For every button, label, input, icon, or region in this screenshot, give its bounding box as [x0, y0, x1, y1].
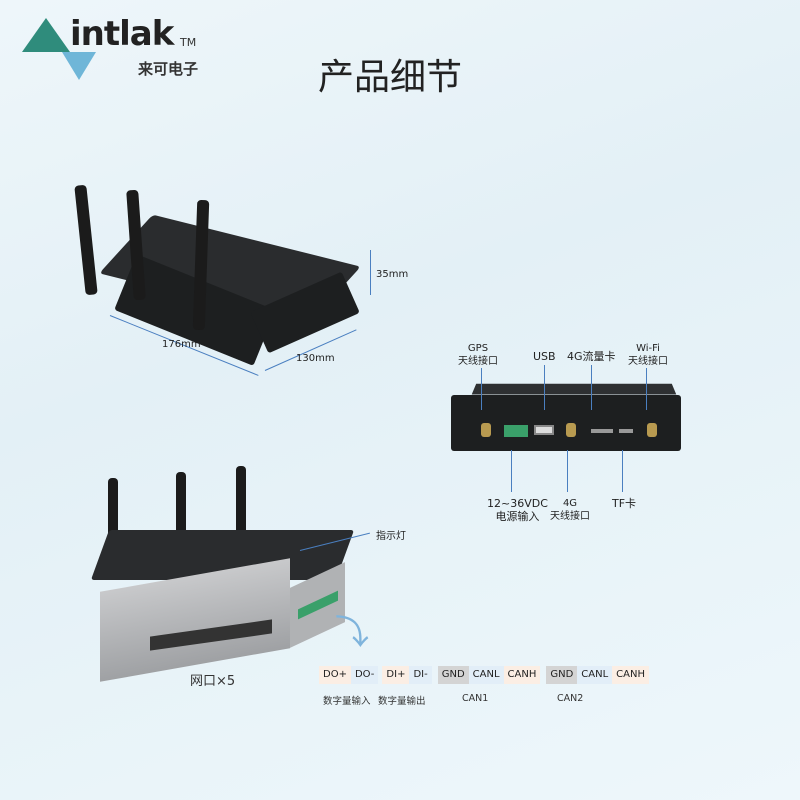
- label-indicator: 指示灯: [376, 531, 406, 542]
- dim-height: 35mm: [376, 269, 409, 280]
- lte-sub: 天线接口: [550, 511, 590, 522]
- group-digital-out: 数字量输出: [378, 696, 426, 707]
- gps-sub: 天线接口: [458, 356, 498, 367]
- power-sub: 电源输入: [495, 510, 540, 523]
- logo-triangle-icon: [22, 18, 70, 52]
- gps-title: GPS: [467, 343, 489, 354]
- terminal-strip: DO+ DO- DI+ DI- GND CANL CANH GND CANL C…: [319, 666, 649, 684]
- terminal-canh-2: CANH: [612, 666, 649, 684]
- dim-width: 130mm: [296, 353, 335, 364]
- logo-brand: intlak: [70, 14, 174, 54]
- wifi-title: Wi-Fi: [636, 343, 660, 354]
- logo-tm: TM: [180, 36, 197, 49]
- device-front-image: [451, 395, 681, 451]
- logo-cn: 来可电子: [138, 60, 199, 78]
- label-gps: GPS 天线接口: [458, 342, 498, 368]
- page-title: 产品细节: [318, 57, 463, 98]
- terminal-do-minus: DO-: [350, 666, 379, 684]
- wifi-sub: 天线接口: [628, 356, 668, 367]
- terminal-gnd-1: GND: [437, 666, 469, 684]
- label-ports: 网口×5: [190, 674, 236, 689]
- logo-v-icon: [62, 52, 96, 80]
- group-can2: CAN2: [557, 693, 584, 704]
- label-sim: 4G流量卡: [567, 350, 616, 363]
- dim-length: 176mm: [162, 339, 201, 350]
- terminal-di-plus: DI+: [382, 666, 410, 684]
- terminal-do-plus: DO+: [319, 666, 351, 684]
- group-digital-in: 数字量输入: [323, 696, 371, 707]
- label-tf: TF卡: [612, 497, 637, 510]
- terminal-canh-1: CANH: [503, 666, 541, 684]
- power-title: 12~36VDC: [487, 497, 548, 510]
- group-can1: CAN1: [462, 693, 489, 704]
- lte-title: 4G: [562, 498, 578, 509]
- label-usb: USB: [533, 350, 556, 363]
- arrow-down-icon: ⤵: [335, 613, 369, 653]
- terminal-canl-1: CANL: [468, 666, 504, 684]
- label-wifi: Wi-Fi 天线接口: [628, 342, 668, 368]
- terminal-canl-2: CANL: [577, 666, 613, 684]
- terminal-di-minus: DI-: [409, 666, 432, 684]
- terminal-gnd-2: GND: [546, 666, 578, 684]
- label-4g: 4G 天线接口: [550, 497, 590, 523]
